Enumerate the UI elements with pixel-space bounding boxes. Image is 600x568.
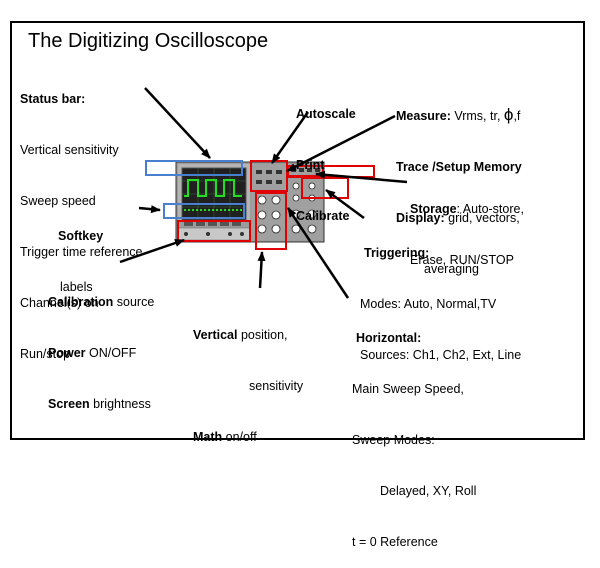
softkey-line-2: labels: [60, 280, 93, 294]
horizontal-line-2: Sweep Modes:: [352, 433, 435, 447]
status-line-2: Sweep speed: [20, 194, 96, 208]
phi-symbol: ϕ: [503, 105, 514, 124]
softkey-label: Softkey labels: [58, 194, 103, 313]
triggering-line-1: Modes: Auto, Normal,TV: [360, 297, 497, 311]
triggering-label: Triggering: Modes: Auto, Normal,TV Sourc…: [360, 211, 521, 381]
screen-rest: brightness: [89, 397, 151, 411]
averaging-line: averaging: [424, 262, 479, 276]
horizontal-heading: Horizontal:: [356, 331, 422, 345]
status-bar-label: Status bar: Vertical sensitivity Sweep s…: [20, 57, 143, 380]
softkey-arrow: [138, 205, 161, 214]
calibration-bold: Calibration: [48, 295, 114, 309]
horizontal-arrow: [286, 207, 350, 299]
horizontal-label: Horizontal: Main Sweep Speed, Sweep Mode…: [352, 296, 476, 568]
measure-label: Measure: Vrms, tr, ϕ,f Trace /Setup Memo…: [396, 72, 522, 295]
status-line-4: Channel(s) on: [20, 296, 99, 310]
measure-tail: ,f: [513, 109, 521, 123]
storage-arrow: [315, 170, 408, 184]
triggering-line-2: Sources: Ch1, Ch2, Ext, Line: [360, 348, 522, 362]
autoscale-label: Autoscale Print Calibrate: [296, 72, 356, 242]
vertical-bold: Vertical: [193, 328, 238, 342]
calibration-callout: [177, 220, 251, 242]
math-rest: on/off: [222, 430, 257, 444]
vertical-label: Vertical position, sensitivity Math on/o…: [193, 293, 303, 463]
softkey-callout: [163, 203, 245, 219]
display-rest: grid, vectors,: [444, 211, 520, 225]
calibration-arrow: [119, 238, 185, 264]
vertical-line-2: sensitivity: [249, 379, 304, 393]
calibration-label: Calibration source Power ON/OFF Screen b…: [48, 260, 154, 430]
horizontal-line-1: Main Sweep Speed,: [352, 382, 464, 396]
triggering-heading: Triggering:: [364, 246, 430, 260]
measure-bold: Measure:: [396, 109, 451, 123]
trace-setup-memory: Trace /Setup Memory: [396, 160, 522, 174]
status-bar-heading: Status bar:: [20, 92, 86, 106]
vertical-arrow: [257, 251, 266, 289]
power-bold: Power: [48, 346, 86, 360]
horizontal-line-3: Delayed, XY, Roll: [380, 484, 477, 498]
status-arrow: [144, 87, 211, 159]
vertical-rest: position,: [237, 328, 288, 342]
oscilloscope-illustration: [119, 87, 408, 299]
measure-arrow: [286, 114, 396, 173]
square-wave-trace: [184, 179, 242, 197]
autoscale-arrow: [270, 111, 310, 164]
horizontal-line-4: t = 0 Reference: [352, 535, 438, 549]
storage-rest: : Auto-store,: [456, 202, 524, 216]
storage-label: Storage: Auto-store, Erase, RUN/STOP: [410, 167, 524, 286]
triggering-arrow: [325, 188, 365, 220]
math-bold: Math: [193, 430, 223, 444]
measure-rest: Vrms, tr,: [450, 109, 504, 123]
autoscale-line-1: Autoscale: [296, 107, 356, 121]
vertical-callout: [255, 192, 287, 250]
autoscale-line-2: Print: [296, 158, 325, 172]
status-bar-callout: [145, 160, 243, 176]
softkey-heading: Softkey: [58, 229, 104, 243]
display-bold: Display:: [396, 211, 445, 225]
status-line-3: Trigger time reference: [20, 245, 143, 259]
power-rest: ON/OFF: [85, 346, 137, 360]
storage-line-2: Erase, RUN/STOP: [410, 253, 514, 267]
status-line-5: Run/stop: [20, 347, 71, 361]
diagram-title: The Digitizing Oscilloscope: [28, 30, 269, 52]
status-line-1: Vertical sensitivity: [20, 143, 119, 157]
screen-bold: Screen: [48, 397, 90, 411]
autoscale-line-3: Calibrate: [296, 209, 350, 223]
calibration-rest: source: [113, 295, 155, 309]
storage-bold: Storage: [410, 202, 457, 216]
